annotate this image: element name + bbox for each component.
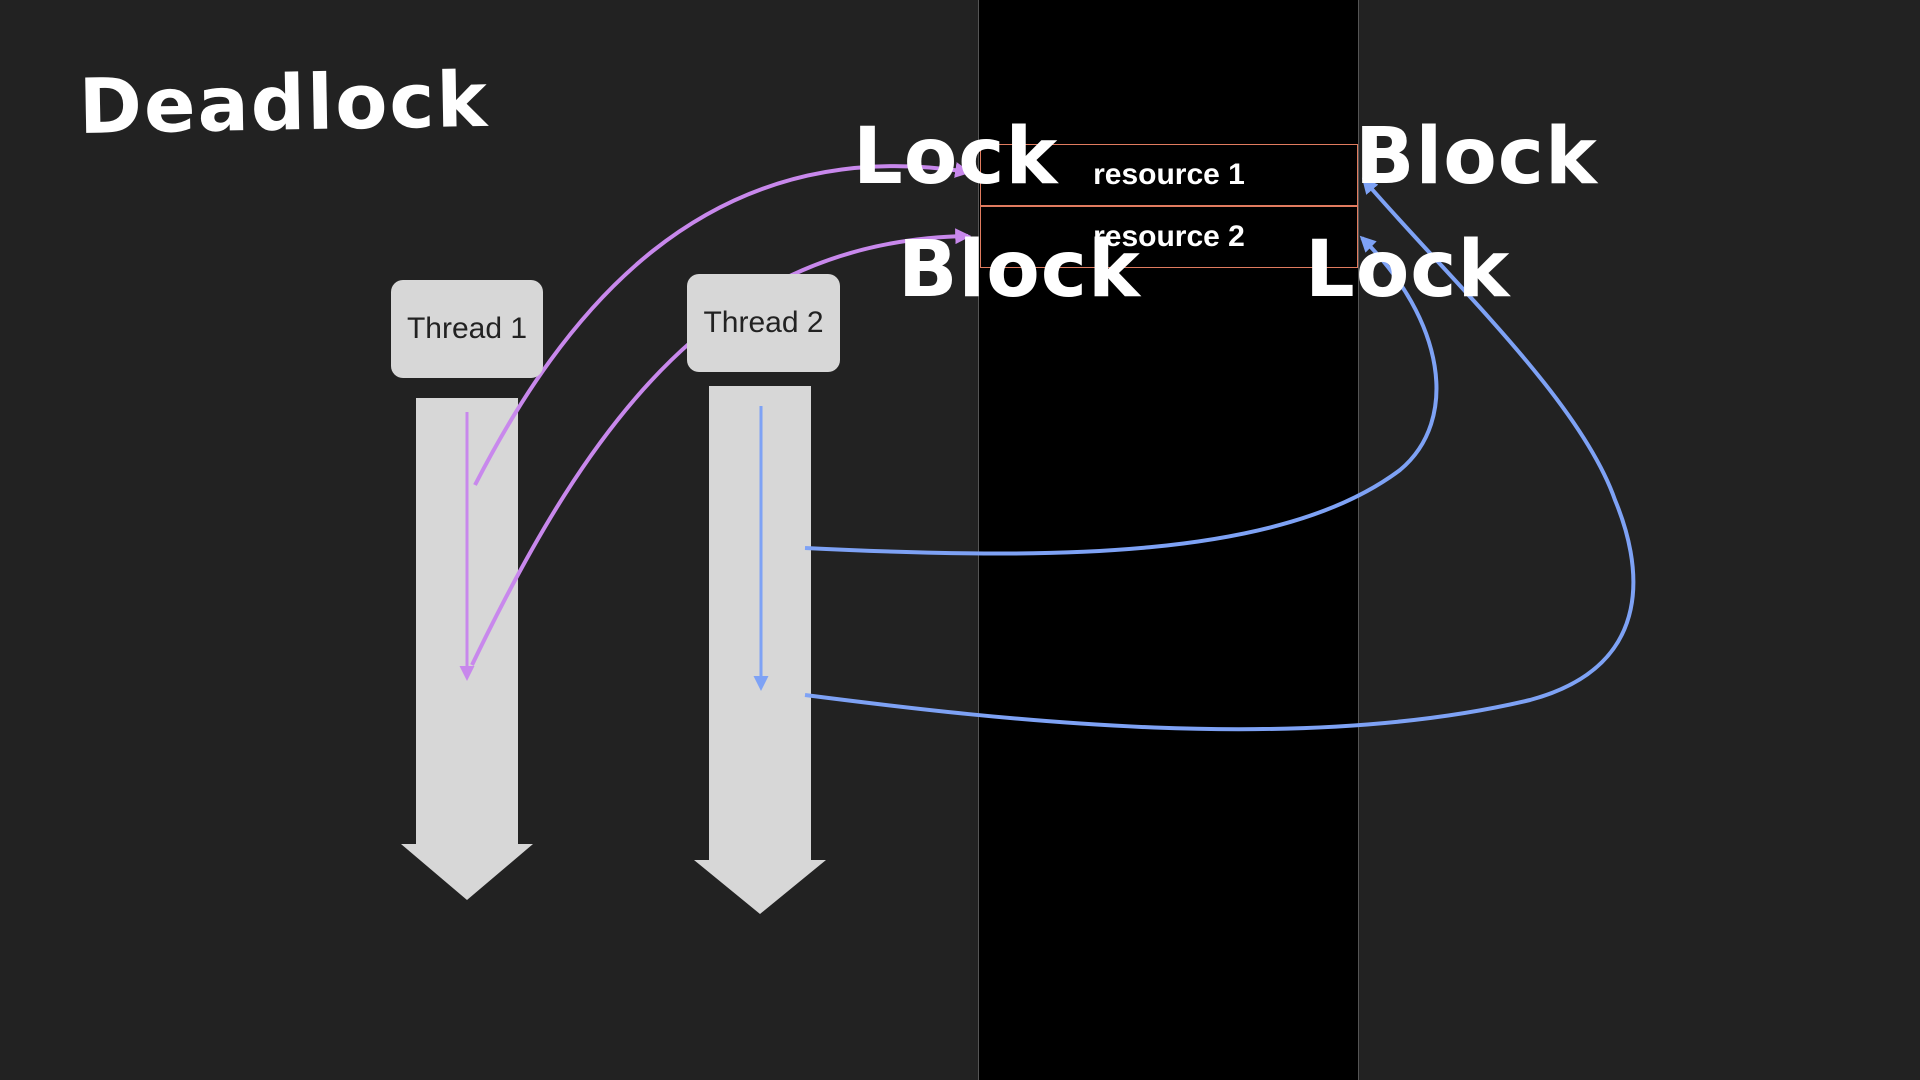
resource-1-box: resource 1 bbox=[980, 144, 1358, 206]
thread-2-label: Thread 2 bbox=[703, 306, 824, 339]
resource-2-box: resource 2 bbox=[980, 206, 1358, 268]
thread-1-block-label: Block bbox=[898, 225, 1141, 315]
resource-2-label: resource 2 bbox=[1093, 220, 1245, 253]
thread-2-lock-arrow bbox=[804, 235, 1439, 556]
thread-1-label: Thread 1 bbox=[406, 312, 528, 345]
resource-1-label: resource 1 bbox=[1093, 158, 1245, 191]
thread-1-lock-label: Lock bbox=[853, 112, 1059, 202]
thread-2-box: Thread 2 bbox=[687, 274, 840, 372]
thread-2-block-arrow bbox=[804, 177, 1636, 732]
thread-1-box: Thread 1 bbox=[391, 280, 543, 378]
resource-region bbox=[978, 0, 1359, 1080]
thread-2-block-label: Block bbox=[1355, 112, 1598, 202]
thread-2-lock-label: Lock bbox=[1305, 225, 1511, 315]
thread-1-lock-arrow bbox=[473, 162, 972, 486]
thread-1-block-arrow bbox=[470, 228, 972, 666]
